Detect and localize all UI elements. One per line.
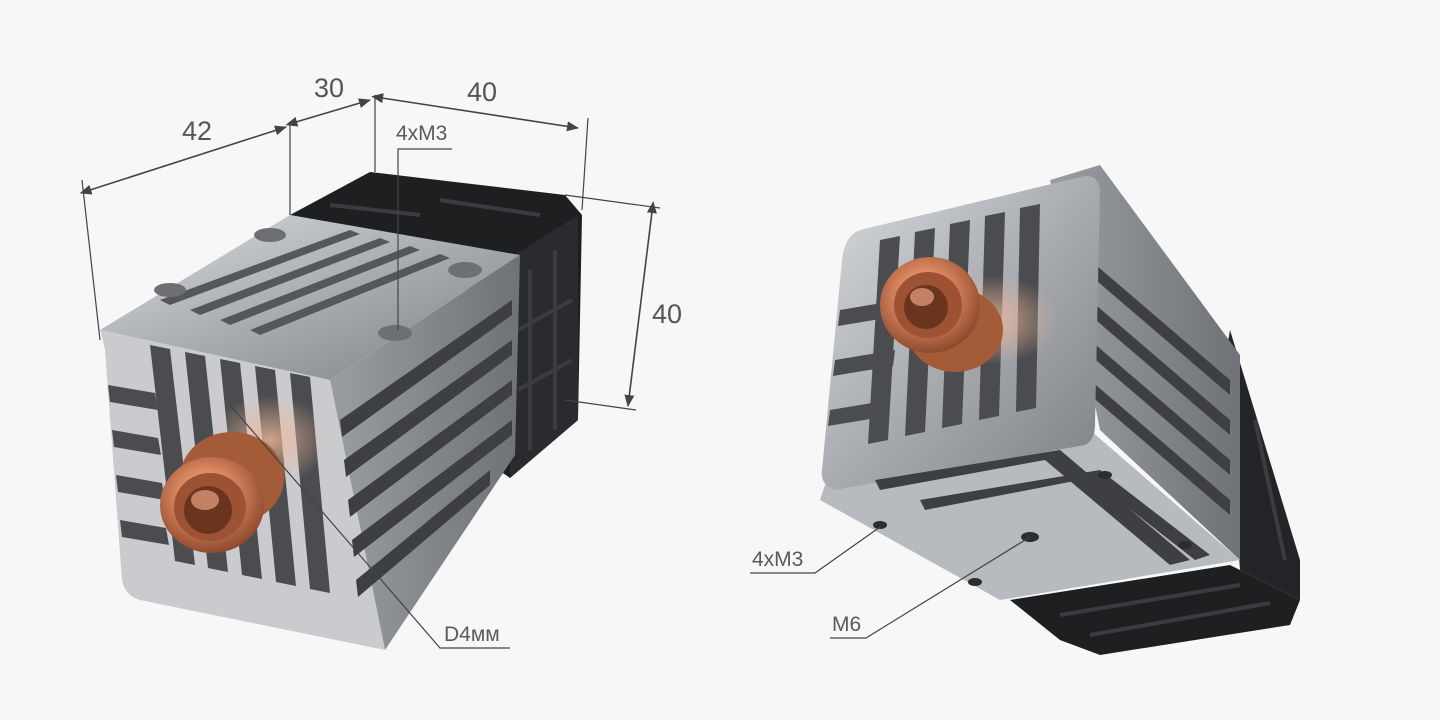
mount-holes <box>154 228 482 341</box>
callout-label-d4mm: D4мм <box>444 623 500 646</box>
callout-thread: M6 <box>830 536 1031 639</box>
fan-grille-rear <box>1059 419 1287 637</box>
callout-left-mount-holes: 4xM3 <box>396 122 452 330</box>
laser-module-front-view <box>100 172 582 650</box>
dimension-arrow-42 <box>79 125 287 195</box>
heatsink-fins-top <box>160 230 450 335</box>
fan-housing-side <box>510 215 578 478</box>
copper-lens-rear <box>880 257 1003 372</box>
callout-right-mount-holes: 4xM3 <box>750 526 881 574</box>
dimension-arrow-40-height <box>624 201 657 407</box>
copper-lens <box>160 432 284 553</box>
dim-label-30: 30 <box>314 73 344 103</box>
heatsink-rear-fins-side <box>1055 230 1230 515</box>
dim-label-40-height: 40 <box>652 299 682 329</box>
callout-lens-diameter: D4мм <box>229 404 510 649</box>
heatsink-top <box>100 215 520 380</box>
laser-module-rear-view <box>820 165 1300 655</box>
dim-label-42: 42 <box>182 116 212 146</box>
heatsink-fins-side <box>340 300 512 597</box>
dimension-lines <box>79 93 661 411</box>
dim-label-40-top: 40 <box>467 77 497 107</box>
fan-housing-rear-side <box>1225 330 1300 600</box>
dimension-arrow-30 <box>285 98 371 127</box>
callout-label-4xm3-left: 4xM3 <box>396 122 447 145</box>
fan-grille <box>329 198 573 450</box>
callout-label-m6: M6 <box>832 613 861 636</box>
dimension-arrow-40-top <box>371 93 579 132</box>
heatsink-rear-fins-bottom <box>875 450 1210 565</box>
callout-label-4xm3-right: 4xM3 <box>752 548 803 571</box>
